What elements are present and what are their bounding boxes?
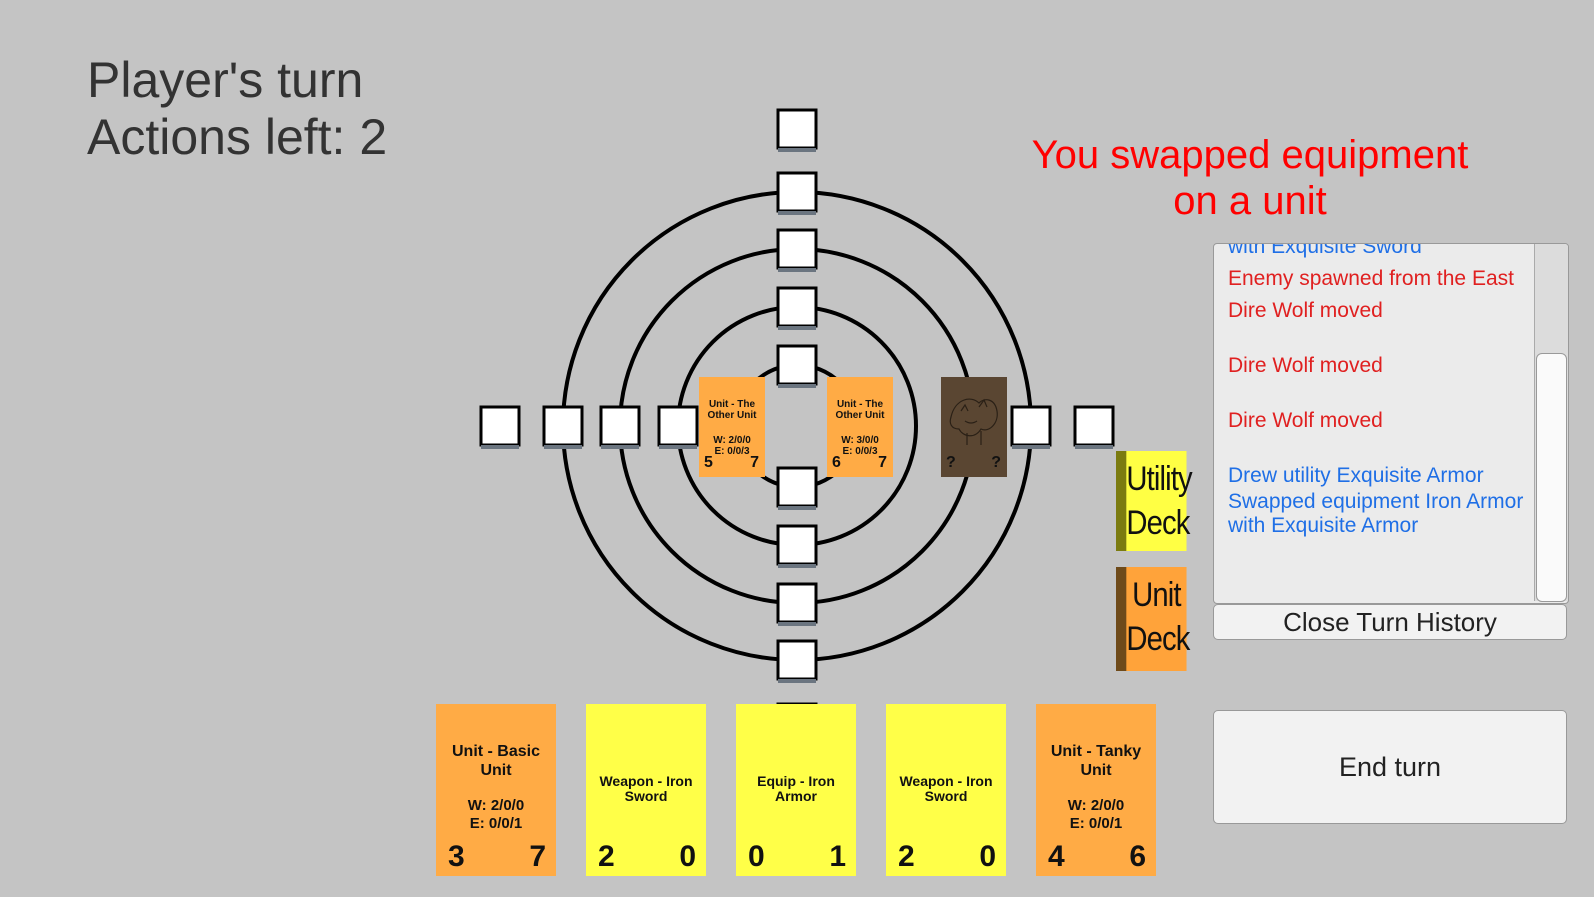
- card-title: Equip - Iron Armor: [757, 773, 835, 804]
- board-slot-north[interactable]: [776, 108, 818, 150]
- card-title-2: Other Unit: [707, 410, 757, 421]
- slot-shadow: [778, 564, 816, 568]
- slot-shadow: [1012, 445, 1050, 449]
- card-weapon-stats: W: 2/0/0: [713, 435, 751, 446]
- board-slot-north[interactable]: [776, 344, 818, 386]
- card-attack: 0: [748, 840, 765, 873]
- card-defense: 1: [829, 840, 846, 873]
- card-health: 7: [878, 454, 887, 471]
- turn-status: Player's turn Actions left: 2: [87, 52, 387, 166]
- action-notice: You swapped equipment on a unit: [1010, 132, 1490, 224]
- deck-label-2: Deck: [1126, 504, 1190, 542]
- board-slot-south[interactable]: [776, 582, 818, 624]
- hand-card-equip[interactable]: Equip - Iron Armor 0 1: [736, 704, 856, 876]
- card-weapon-stats: W: 2/0/0: [467, 797, 525, 814]
- notice-line-1: You swapped equipment: [1031, 133, 1469, 177]
- history-entry: Drew utility Exquisite Armor: [1228, 464, 1484, 487]
- board-slot-south[interactable]: [776, 639, 818, 681]
- turn-history-panel[interactable]: with Exquisite Sword Enemy spawned from …: [1213, 243, 1569, 604]
- board-slot-west[interactable]: [599, 405, 641, 447]
- history-list: with Exquisite Sword Enemy spawned from …: [1228, 243, 1528, 538]
- history-entry: Dire Wolf moved: [1228, 409, 1383, 432]
- history-entry: Dire Wolf moved: [1228, 299, 1383, 322]
- board-card-unit[interactable]: Unit - The Other Unit W: 2/0/0 E: 0/0/3 …: [699, 377, 765, 477]
- card-title-1: Unit - The: [836, 399, 884, 410]
- slot-shadow: [544, 445, 582, 449]
- card-attack: 5: [704, 454, 713, 471]
- board-slot-east[interactable]: [1073, 405, 1115, 447]
- card-title: Unit - Basic Unit: [451, 743, 540, 779]
- card-equip-stats: E: 0/0/3: [714, 446, 750, 457]
- end-turn-button[interactable]: End turn: [1213, 710, 1567, 824]
- slot-shadow: [778, 506, 816, 510]
- hand-card-unit[interactable]: Unit - Tanky Unit W: 2/0/0 E: 0/0/1 4 6: [1036, 704, 1156, 876]
- slot-shadow: [778, 622, 816, 626]
- card-weapon-stats: W: 3/0/0: [841, 435, 879, 446]
- card-attack: 3: [448, 840, 465, 873]
- board-card-unit[interactable]: Unit - The Other Unit W: 3/0/0 E: 0/0/3 …: [827, 377, 893, 477]
- slot-shadow: [778, 211, 816, 215]
- card-attack: 4: [1048, 840, 1065, 873]
- card-title: Unit - Tanky Unit: [1050, 743, 1142, 779]
- board-slot-north[interactable]: [776, 286, 818, 328]
- turn-label: Player's turn: [87, 52, 364, 108]
- card-title: Weapon - Iron Sword: [599, 773, 693, 804]
- card-equip-stats: E: 0/0/1: [469, 815, 523, 832]
- board-slot-east[interactable]: [1010, 405, 1052, 447]
- board-slot-west[interactable]: [542, 405, 584, 447]
- card-stats: W: 2/0/0 E: 0/0/1: [440, 797, 552, 833]
- deck-label-1: Utility: [1126, 460, 1192, 498]
- unit-deck[interactable]: Unit Deck: [1116, 567, 1190, 671]
- wolf-sketch-icon: [949, 398, 998, 445]
- board-slot-north[interactable]: [776, 228, 818, 270]
- board-slot-south[interactable]: [776, 524, 818, 566]
- card-attack: ?: [946, 454, 956, 471]
- card-health: ?: [991, 454, 1001, 471]
- history-entry: Dire Wolf moved: [1228, 354, 1383, 377]
- card-defense: 0: [979, 840, 996, 873]
- hand-card-unit[interactable]: Unit - Basic Unit W: 2/0/0 E: 0/0/1 3 7: [436, 704, 556, 876]
- slot-shadow: [601, 445, 639, 449]
- card-attack: 2: [598, 840, 615, 873]
- card-attack: 6: [832, 454, 841, 471]
- close-turn-history-button[interactable]: Close Turn History: [1213, 604, 1567, 640]
- card-title: Weapon - Iron Sword: [899, 773, 993, 804]
- slot-shadow: [481, 445, 519, 449]
- history-scrollbar[interactable]: [1534, 244, 1568, 602]
- deck-label-2: Deck: [1126, 620, 1190, 658]
- slot-shadow: [778, 268, 816, 272]
- card-health: 7: [529, 840, 546, 873]
- card-title-1: Unit - The: [708, 399, 756, 410]
- history-entry: with Exquisite Sword: [1228, 243, 1422, 258]
- card-health: 7: [750, 454, 759, 471]
- card-defense: 0: [679, 840, 696, 873]
- notice-line-2: on a unit: [1173, 179, 1327, 223]
- hand-card-weapon[interactable]: Weapon - Iron Sword 2 0: [886, 704, 1006, 876]
- slot-shadow: [659, 445, 697, 449]
- slot-shadow: [778, 384, 816, 388]
- card-weapon-stats: W: 2/0/0: [1067, 797, 1125, 814]
- slot-shadow: [778, 326, 816, 330]
- card-equip-stats: E: 0/0/1: [1069, 815, 1123, 832]
- slot-shadow: [778, 679, 816, 683]
- board-slot-west[interactable]: [479, 405, 521, 447]
- scrollbar-thumb[interactable]: [1536, 353, 1567, 602]
- slot-shadow: [778, 148, 816, 152]
- card-attack: 2: [898, 840, 915, 873]
- slot-shadow: [1075, 445, 1113, 449]
- utility-deck[interactable]: Utility Deck: [1116, 451, 1193, 551]
- card-stats: W: 2/0/0 E: 0/0/1: [1040, 797, 1152, 833]
- card-health: 6: [1129, 840, 1146, 873]
- history-entry: Swapped equipment Iron Armor with Exquis…: [1228, 490, 1524, 537]
- hand-card-weapon[interactable]: Weapon - Iron Sword 2 0: [586, 704, 706, 876]
- deck-label-1: Unit: [1132, 576, 1181, 614]
- board-slot-south[interactable]: [776, 466, 818, 508]
- actions-left: Actions left: 2: [87, 109, 388, 165]
- board-slot-north[interactable]: [776, 171, 818, 213]
- board-slot-west[interactable]: [657, 405, 699, 447]
- card-equip-stats: E: 0/0/3: [842, 446, 878, 457]
- enemy-card-dire-wolf[interactable]: ? ?: [941, 377, 1007, 477]
- card-title-2: Other Unit: [835, 410, 885, 421]
- history-entry: Enemy spawned from the East: [1228, 267, 1514, 290]
